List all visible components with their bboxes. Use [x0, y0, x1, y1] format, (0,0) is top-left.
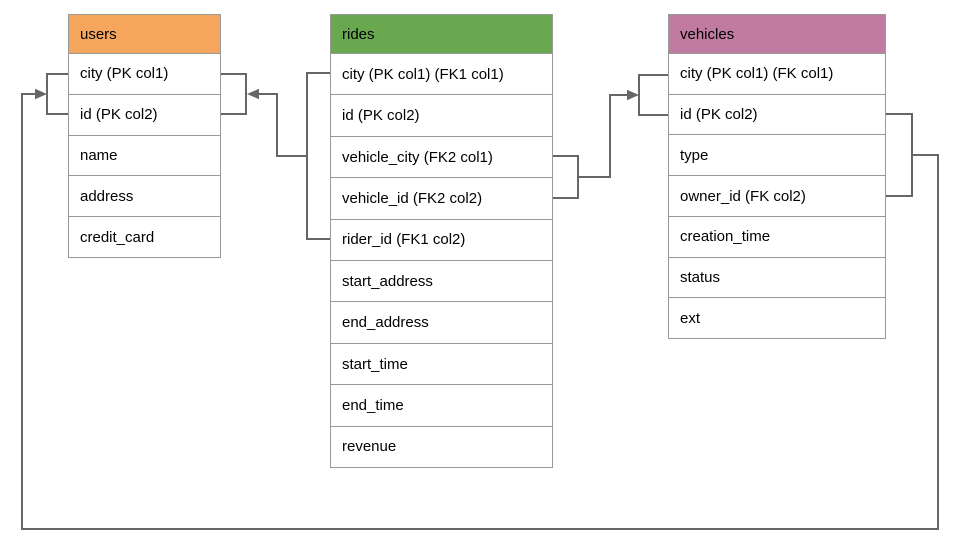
- table-column-row: address: [69, 175, 220, 216]
- table-users-title: users: [80, 25, 117, 43]
- table-column-row: credit_card: [69, 216, 220, 257]
- vehicles-right-bracket-line: [886, 113, 913, 197]
- fk1-connector-line: [258, 93, 307, 157]
- users-right-bracket-line: [221, 73, 247, 115]
- table-vehicles-header: vehicles: [669, 15, 885, 54]
- table-column-row: ext: [669, 297, 885, 338]
- vehicles-left-bracket-line: [638, 74, 668, 116]
- table-column-row: start_address: [331, 260, 552, 301]
- fk-connector-line: [21, 93, 939, 530]
- table-column-row: city (PK col1) (FK1 col1): [342, 65, 504, 83]
- table-users: users city (PK col1) id (PK col2) name a…: [68, 14, 221, 258]
- table-column-row: id (PK col2): [669, 93, 885, 135]
- table-column-row: rider_id (FK1 col2): [331, 218, 552, 260]
- table-column-row: city (PK col1) (FK col1): [680, 65, 834, 83]
- table-column-row: end_time: [331, 384, 552, 425]
- relationship-fk-vehicles-users: [21, 73, 939, 530]
- rides-left-bracket-line: [306, 72, 330, 240]
- table-rides: rides city (PK col1) (FK1 col1) id (PK c…: [330, 14, 553, 468]
- fk-arrowhead-icon: [35, 88, 47, 100]
- table-column-row: end_address: [331, 301, 552, 342]
- table-column-row: vehicle_city (FK2 col1): [331, 135, 552, 177]
- fk2-connector-line: [578, 94, 628, 178]
- table-column-row: start_time: [331, 342, 552, 384]
- rides-right-bracket-line: [553, 155, 579, 199]
- table-column-row: owner_id (FK col2): [669, 175, 885, 216]
- fk2-arrowhead-icon: [627, 89, 639, 101]
- table-rides-title: rides: [342, 25, 375, 43]
- fk1-arrowhead-icon: [247, 88, 259, 100]
- relationship-fk1-rides-users: [221, 72, 330, 240]
- table-column-row: type: [669, 134, 885, 175]
- relationship-fk2-rides-vehicles: [553, 74, 668, 199]
- table-column-row: vehicle_id (FK2 col2): [331, 177, 552, 218]
- table-vehicles-rows: city (PK col1) (FK col1) id (PK col2) ty…: [669, 54, 885, 338]
- table-column-row: revenue: [331, 425, 552, 467]
- table-vehicles-title: vehicles: [680, 25, 735, 43]
- table-vehicles: vehicles city (PK col1) (FK col1) id (PK…: [668, 14, 886, 339]
- table-column-row: city (PK col1): [80, 65, 169, 83]
- table-rides-rows: city (PK col1) (FK1 col1) id (PK col2) v…: [331, 54, 552, 467]
- table-users-header: users: [69, 15, 220, 54]
- table-column-row: creation_time: [669, 215, 885, 257]
- users-left-bracket-line: [46, 73, 68, 115]
- table-users-rows: city (PK col1) id (PK col2) name address…: [69, 54, 220, 257]
- table-rides-header: rides: [331, 15, 552, 54]
- table-column-row: status: [669, 256, 885, 298]
- table-column-row: name: [69, 134, 220, 176]
- table-column-row: id (PK col2): [69, 93, 220, 135]
- table-column-row: id (PK col2): [331, 94, 552, 135]
